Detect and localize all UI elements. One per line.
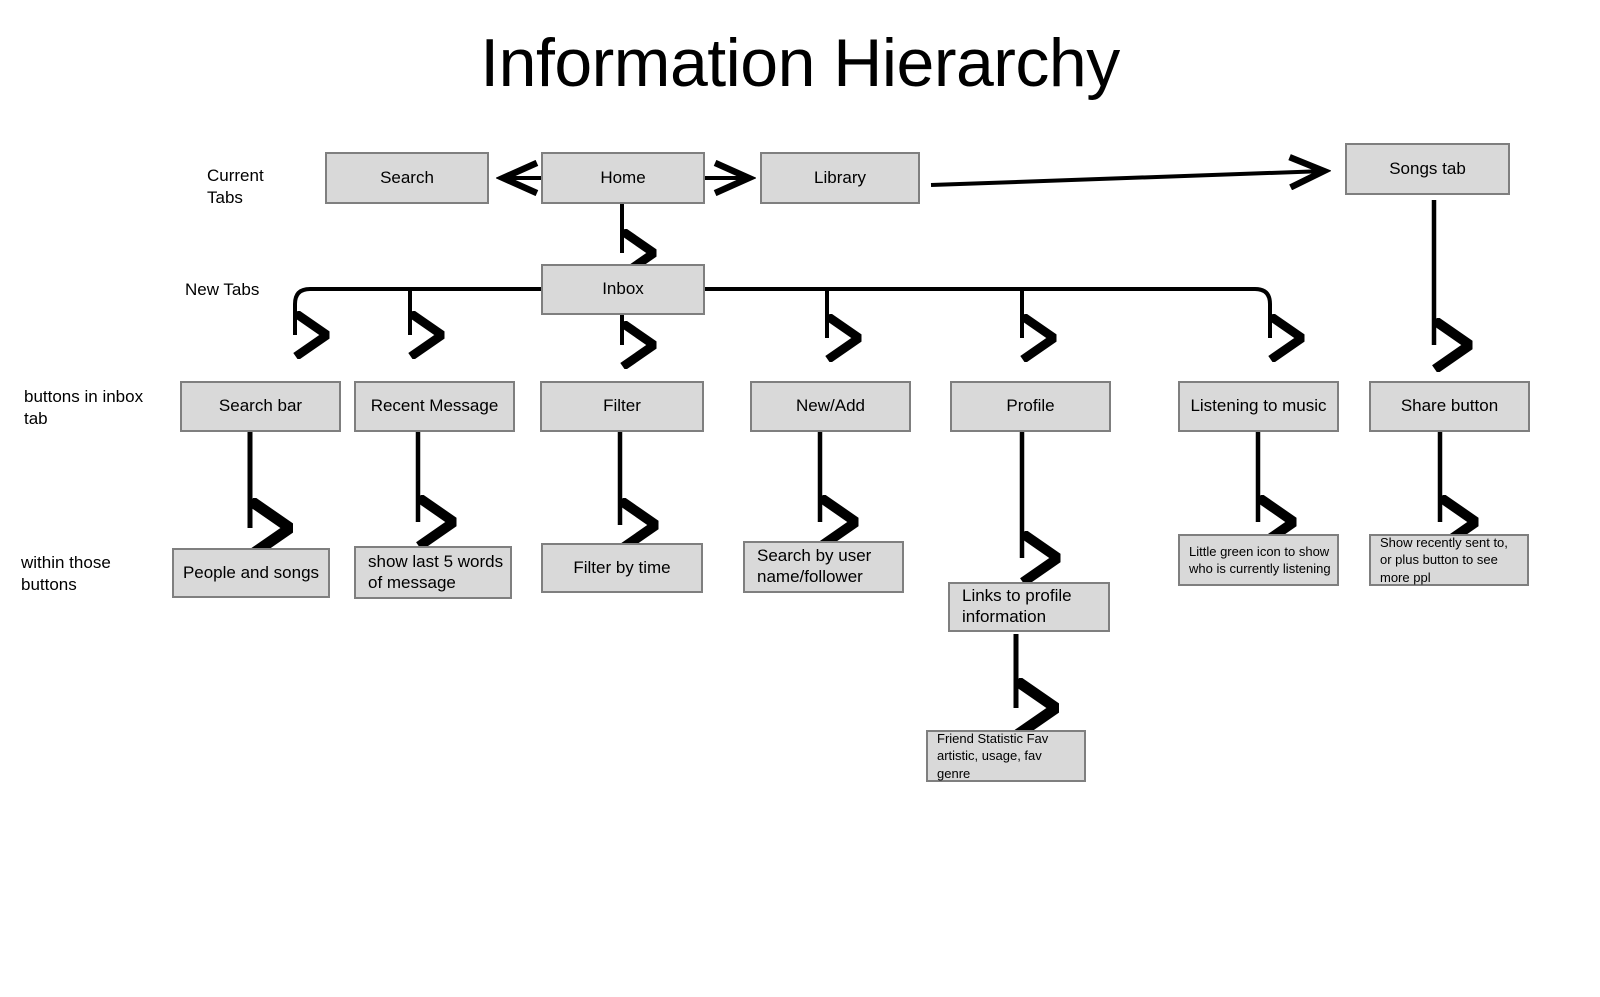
node-people-and-songs[interactable]: People and songs — [172, 548, 330, 598]
node-links-to-profile[interactable]: Links to profile information — [948, 582, 1110, 632]
edge-inbox-trunk-right — [705, 287, 1270, 338]
node-friend-statistic[interactable]: Friend Statistic Fav artistic, usage, fa… — [926, 730, 1086, 782]
node-show-last-5-words[interactable]: show last 5 words of message — [354, 546, 512, 599]
node-share-button[interactable]: Share button — [1369, 381, 1530, 432]
node-little-green-icon[interactable]: Little green icon to show who is current… — [1178, 534, 1339, 586]
row-label-new-tabs: New Tabs — [185, 280, 260, 299]
node-library[interactable]: Library — [760, 152, 920, 204]
node-new-add[interactable]: New/Add — [750, 381, 911, 432]
node-recent-message[interactable]: Recent Message — [354, 381, 515, 432]
node-songs-tab[interactable]: Songs tab — [1345, 143, 1510, 195]
node-home[interactable]: Home — [541, 152, 705, 204]
node-search-bar[interactable]: Search bar — [180, 381, 341, 432]
row-label-buttons-in-inbox-tab: buttons in inbox tab — [24, 387, 144, 429]
row-label-current-tabs: Current Tabs — [207, 166, 264, 208]
edge-inbox-trunk-left — [293, 287, 541, 335]
page-title: Information Hierarchy — [480, 25, 1120, 101]
node-search-by-user[interactable]: Search by user name/follower — [743, 541, 904, 593]
row-label-within-those-buttons: within those buttons — [21, 553, 111, 595]
node-search[interactable]: Search — [325, 152, 489, 204]
node-filter-by-time[interactable]: Filter by time — [541, 543, 703, 593]
node-inbox[interactable]: Inbox — [541, 264, 705, 315]
node-profile[interactable]: Profile — [950, 381, 1111, 432]
node-listening-to-music[interactable]: Listening to music — [1178, 381, 1339, 432]
edge-library-to-songs-tab — [930, 171, 1325, 185]
node-show-recently[interactable]: Show recently sent to, or plus button to… — [1369, 534, 1529, 586]
node-filter[interactable]: Filter — [540, 381, 704, 432]
